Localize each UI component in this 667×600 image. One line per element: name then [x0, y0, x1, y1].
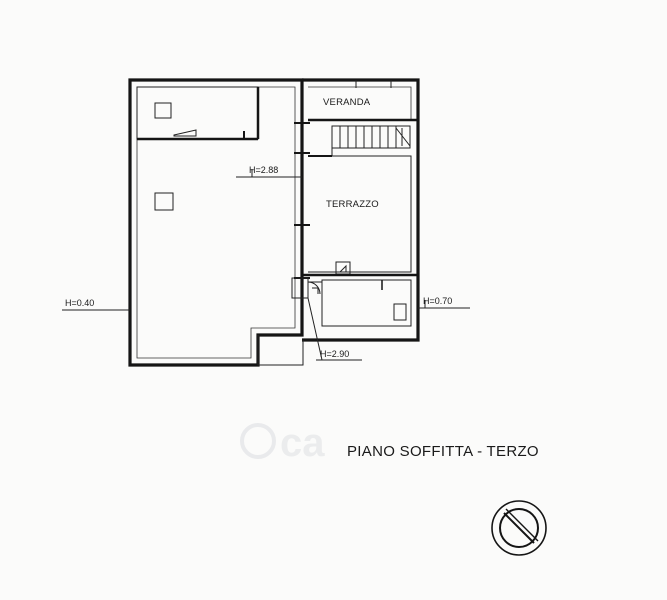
height-label-0-40: H=0.40	[65, 298, 94, 308]
height-label-2-88: H=2.88	[249, 165, 278, 175]
height-marker-0-40: H=0.40	[62, 298, 130, 311]
recess-wall	[257, 335, 304, 366]
storage-room-top-left	[136, 86, 260, 141]
height-marker-0-70: H=0.70	[418, 296, 470, 309]
skylight-small	[154, 102, 172, 119]
height-marker-2-90: H=2.90	[307, 297, 362, 361]
staircase	[331, 125, 411, 156]
room-label-terrazzo: TERRAZZO	[326, 199, 379, 210]
north-compass-icon	[491, 500, 547, 556]
door-swing	[291, 277, 322, 299]
watermark: ca	[240, 421, 325, 465]
hatch-symbol	[173, 129, 197, 137]
height-label-0-70: H=0.70	[423, 296, 452, 306]
storage-room-bottom-right	[321, 279, 412, 327]
veranda-room: VERANDA	[308, 80, 418, 122]
terrazzo-room: TERRAZZO	[308, 155, 412, 275]
skylight-large	[154, 192, 174, 211]
inner-wall-lines	[136, 86, 412, 359]
height-label-2-90: H=2.90	[320, 349, 349, 359]
sheet-title: PIANO SOFFITTA - TERZO	[347, 443, 539, 460]
watermark-text: ca	[280, 421, 325, 465]
outer-walls	[128, 78, 420, 367]
room-label-veranda: VERANDA	[323, 97, 371, 108]
left-block-wall	[128, 78, 304, 367]
right-block-wall	[302, 78, 420, 342]
skylight-bottom-right	[393, 303, 407, 321]
height-marker-2-88: H=2.88	[236, 165, 302, 178]
